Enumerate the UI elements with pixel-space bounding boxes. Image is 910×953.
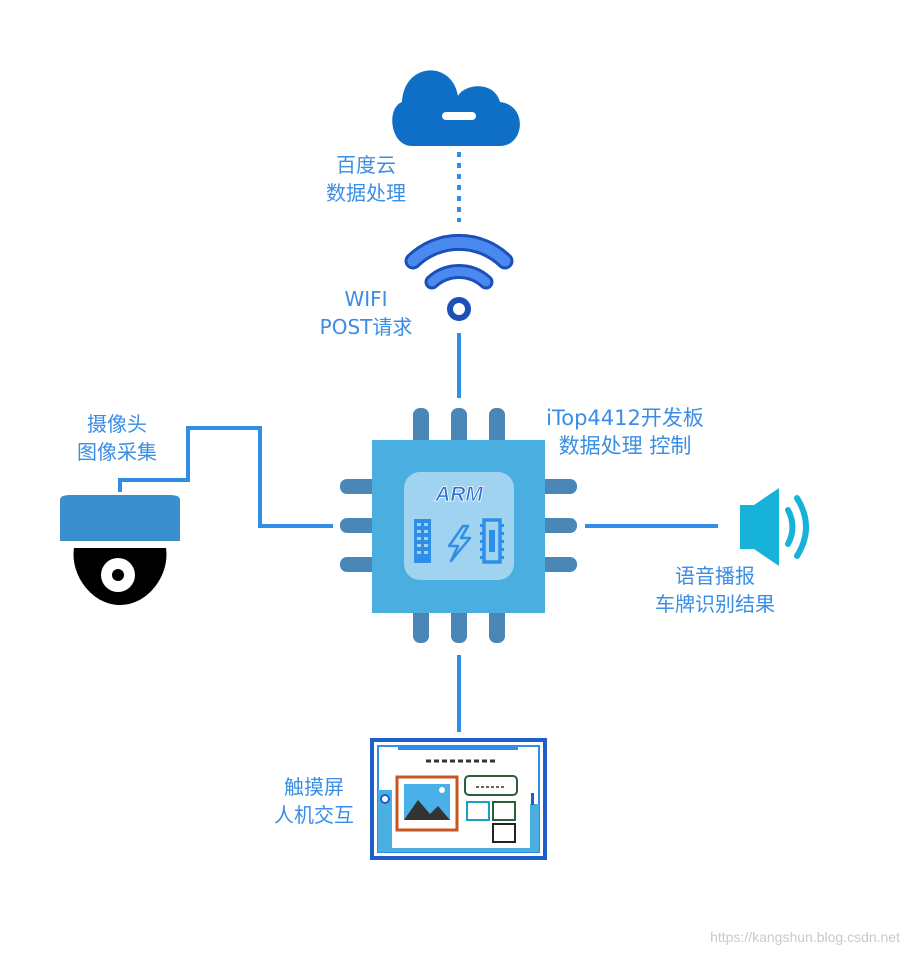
touchscreen-label-line1: 触摸屏 — [284, 775, 344, 799]
arm-chip-icon: ARM — [340, 408, 577, 643]
chip-arm-label: ARM — [434, 483, 483, 506]
board-label-line2: 数据处理 控制 — [558, 434, 692, 458]
wifi-icon — [404, 233, 514, 321]
cloud-label: 百度云 数据处理 — [316, 151, 416, 207]
wifi-label-line1: WIFI — [344, 287, 388, 311]
chip-memory-icon — [414, 519, 431, 563]
board-label: iTop4412开发板 数据处理 控制 — [530, 404, 720, 460]
chip-board-icon — [480, 518, 504, 564]
speaker-label: 语音播报 车牌识别结果 — [640, 562, 790, 618]
chip-lightning-icon — [447, 524, 472, 563]
camera-label-line1: 摄像头 — [87, 412, 147, 436]
touchscreen-label-line2: 人机交互 — [274, 803, 354, 827]
speaker-label-line2: 车牌识别结果 — [655, 592, 775, 616]
speaker-icon — [740, 488, 809, 566]
watermark: https://kangshun.blog.csdn.net — [710, 929, 900, 945]
camera-chip-link — [118, 426, 333, 528]
camera-icon — [60, 495, 180, 605]
camera-label-line2: 图像采集 — [77, 440, 157, 464]
camera-label: 摄像头 图像采集 — [62, 410, 172, 466]
connection-lines — [118, 152, 718, 732]
cloud-label-line2: 数据处理 — [326, 181, 406, 205]
cloud-icon — [392, 70, 520, 146]
wifi-label: WIFI POST请求 — [306, 285, 426, 341]
speaker-label-line1: 语音播报 — [675, 564, 755, 588]
board-label-line1: iTop4412开发板 — [546, 406, 704, 430]
cloud-label-line1: 百度云 — [336, 153, 396, 177]
touchscreen-label: 触摸屏 人机交互 — [262, 773, 366, 829]
wifi-label-line2: POST请求 — [319, 315, 413, 339]
touchscreen-icon — [370, 738, 547, 860]
